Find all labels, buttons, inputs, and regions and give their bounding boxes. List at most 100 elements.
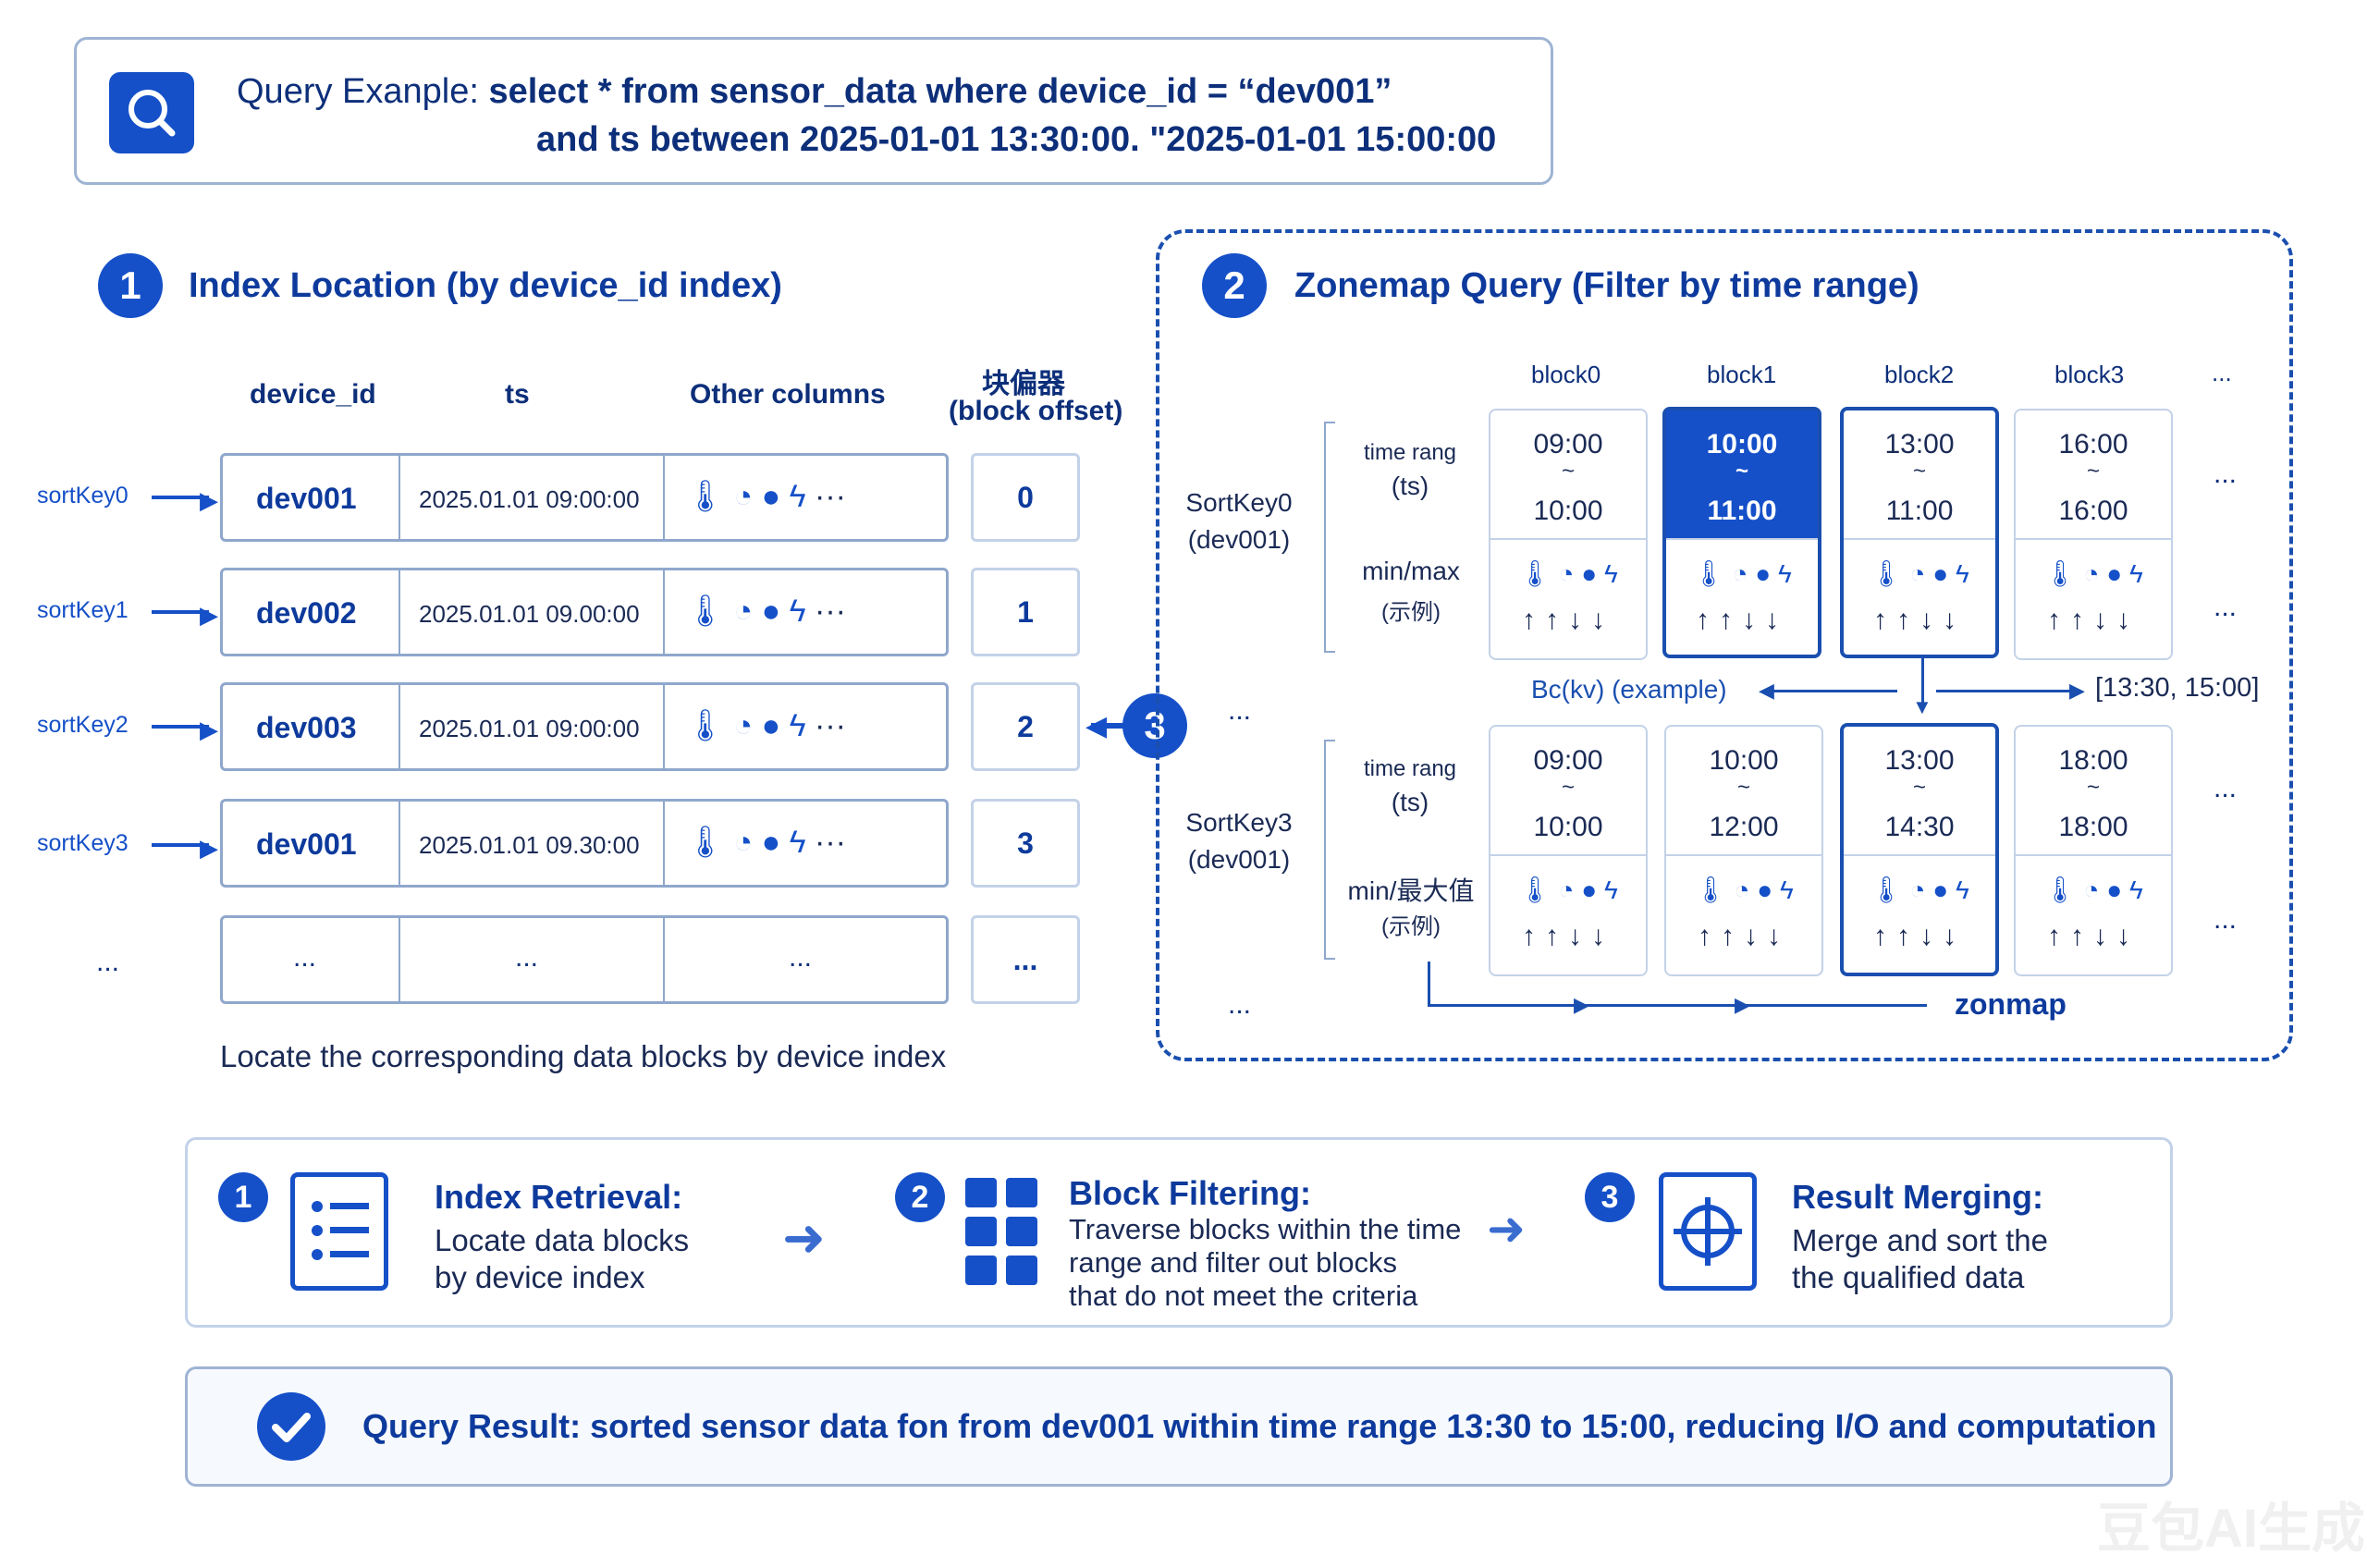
zonemap-label: zonmap [1955, 987, 2067, 1021]
arrow-left-icon: ◀ [1759, 679, 1774, 702]
zonemap-block: 16:00~16:00 🌡 ◔ ● ϟ ↑↑↓↓ [2014, 409, 2173, 660]
cell-divider [663, 802, 665, 885]
zonemap-block: 09:00~10:00 🌡 ◔ ● ϟ ↑↑↓↓ [1489, 409, 1648, 660]
min-max-arrows: ↑↑↓↓ [1696, 605, 1788, 635]
cell-divider [399, 456, 400, 539]
block-header: block3 [2054, 361, 2125, 388]
example-label: (示例) [1381, 914, 1441, 939]
tilde: ~ [2086, 775, 2100, 800]
block-min-time: 10:00 [1709, 745, 1779, 776]
block-min-time: 18:00 [2058, 745, 2128, 776]
block-max-time: 12:00 [1709, 812, 1779, 842]
more-blocks-ellipsis: ... [2214, 459, 2238, 489]
arrow-right-icon: ➜ [1487, 1203, 1526, 1255]
query-example-box [74, 37, 1553, 185]
min-max-arrows: ↑↑↓↓ [2047, 921, 2140, 951]
pointer-arrow [1091, 723, 1128, 729]
step-1-badge: 1 [98, 253, 163, 318]
list-icon [290, 1172, 388, 1291]
arrow [152, 843, 209, 847]
cell-divider [399, 685, 400, 768]
range-line-right [1936, 690, 2075, 692]
arrow-head-icon: ▶ [200, 716, 218, 743]
block-max-time: 10:00 [1533, 812, 1603, 842]
query-result-text: Query Result: sorted sensor data fon fro… [362, 1407, 2156, 1446]
step-desc: Locate data blocks [435, 1223, 690, 1257]
zonemap-block: 10:00~12:00 🌡 ◔ ● ϟ ↑↑↓↓ [1664, 725, 1823, 976]
query-line-1: Query Exanple: select * from sensor_data… [237, 72, 1392, 112]
step-3-badge: 3 [1122, 693, 1187, 758]
sensor-icons: 🌡 ◔ ● ϟ ··· [685, 825, 846, 860]
zonemap-block-selected: 13:00~11:00 🌡 ◔ ● ϟ ↑↑↓↓ [1840, 407, 1999, 658]
sensor-icons: 🌡 ◔ ● ϟ [1694, 876, 1794, 904]
group-bracket [1324, 740, 1335, 960]
block-max-time: 10:00 [1533, 496, 1603, 526]
min-max-arrows: ↑↑↓↓ [1698, 921, 1790, 951]
step-title: Block Filtering: [1069, 1174, 1312, 1212]
sortkey-label: sortKey3 [37, 830, 129, 856]
block-header: ... [2212, 359, 2232, 386]
tilde: ~ [2086, 459, 2100, 484]
other-cell: ... [789, 942, 813, 973]
step-title: Result Merging: [1792, 1178, 2044, 1216]
watermark: 豆包AI生成 [2097, 1499, 2366, 1559]
index-caption: Locate the corresponding data blocks by … [220, 1039, 947, 1073]
block-min-time: 13:00 [1884, 429, 1955, 459]
ts-cell: ... [515, 942, 539, 973]
arrow-down-icon: ▼ [1912, 695, 1932, 718]
query-label: Query Exanple: [237, 72, 479, 111]
step-title: Index Retrieval: [435, 1178, 683, 1216]
zonemap-block-selected: 13:00~14:30 🌡 ◔ ● ϟ ↑↑↓↓ [1840, 723, 1999, 976]
ts-label: (ts) [1391, 472, 1429, 500]
sortkey-label: sortKey1 [37, 597, 129, 623]
more-sortkeys-ellipsis: ... [1228, 989, 1252, 1020]
more-sortkeys-ellipsis: ... [1228, 695, 1252, 726]
arrow-right-icon: ▶ [2069, 679, 2085, 702]
min-max-arrows: ↑↑↓↓ [1873, 605, 1966, 635]
sortkey-label: sortKey2 [37, 712, 129, 738]
table-row: dev003 2025.01.01 09:00:00 🌡 ◔ ● ϟ ··· [220, 682, 949, 771]
sensor-icons: 🌡 ◔ ● ϟ [1518, 876, 1618, 904]
zonemap-block: 18:00~18:00 🌡 ◔ ● ϟ ↑↑↓↓ [2014, 725, 2173, 976]
cell-divider [663, 570, 665, 654]
step-desc: that do not meet the criteria [1069, 1280, 1418, 1312]
sortkey0-device: (dev001) [1187, 525, 1291, 554]
sensor-icons: 🌡 ◔ ● ϟ [1870, 876, 1969, 904]
sensor-icons: 🌡 ◔ ● ϟ ··· [685, 708, 846, 743]
sensor-icons: 🌡 ◔ ● ϟ ··· [685, 594, 846, 629]
min-max-arrows: ↑↑↓↓ [1522, 921, 1614, 951]
sensor-icons: 🌡 ◔ ● ϟ [2043, 559, 2143, 588]
result-label: Query Result: [362, 1407, 582, 1445]
block-offset-cell: ... [971, 915, 1080, 1004]
zonemap-block: 09:00~10:00 🌡 ◔ ● ϟ ↑↑↓↓ [1489, 725, 1648, 976]
step-badge: 3 [1585, 1172, 1635, 1222]
more-blocks-ellipsis: ... [2214, 592, 2238, 622]
zonemap-panel [1156, 229, 2293, 1061]
sortkey0-label: SortKey0 [1185, 488, 1293, 517]
block-min-time: 09:00 [1533, 745, 1603, 776]
table-row: dev001 2025.01.01 09.30:00 🌡 ◔ ● ϟ ··· [220, 799, 949, 888]
arrow-left-icon: ◀ [1085, 711, 1108, 741]
block-max-time: 16:00 [2058, 496, 2128, 526]
ts-cell: 2025.01.01 09:00:00 [419, 485, 640, 513]
sortkey-label: sortKey0 [37, 483, 129, 508]
tilde: ~ [1912, 459, 1926, 484]
device-id-cell: dev003 [256, 711, 357, 744]
arrow-right-icon: ➜ [782, 1208, 826, 1267]
sensor-icons: 🌡 ◔ ● ϟ [1870, 559, 1969, 588]
col-other-columns: Other columns [690, 379, 886, 410]
ts-cell: 2025.01.01 09.30:00 [419, 831, 640, 859]
steps-summary-box [185, 1137, 2173, 1328]
target-icon [1659, 1172, 1757, 1291]
min-max-label: min/最大值 [1347, 876, 1475, 905]
ts-cell: 2025.01.01 09:00:00 [419, 715, 640, 742]
col-ts: ts [505, 379, 530, 410]
arrow [152, 725, 209, 729]
step-desc: range and filter out blocks [1069, 1246, 1397, 1279]
zonemap-line-vertical [1428, 962, 1430, 1006]
tilde: ~ [1561, 775, 1575, 800]
arrow-right-icon: ▶ [1735, 993, 1750, 1016]
time-range-label: time rang [1363, 440, 1457, 465]
min-max-arrows: ↑↑↓↓ [1522, 605, 1614, 635]
cell-divider [663, 685, 665, 768]
